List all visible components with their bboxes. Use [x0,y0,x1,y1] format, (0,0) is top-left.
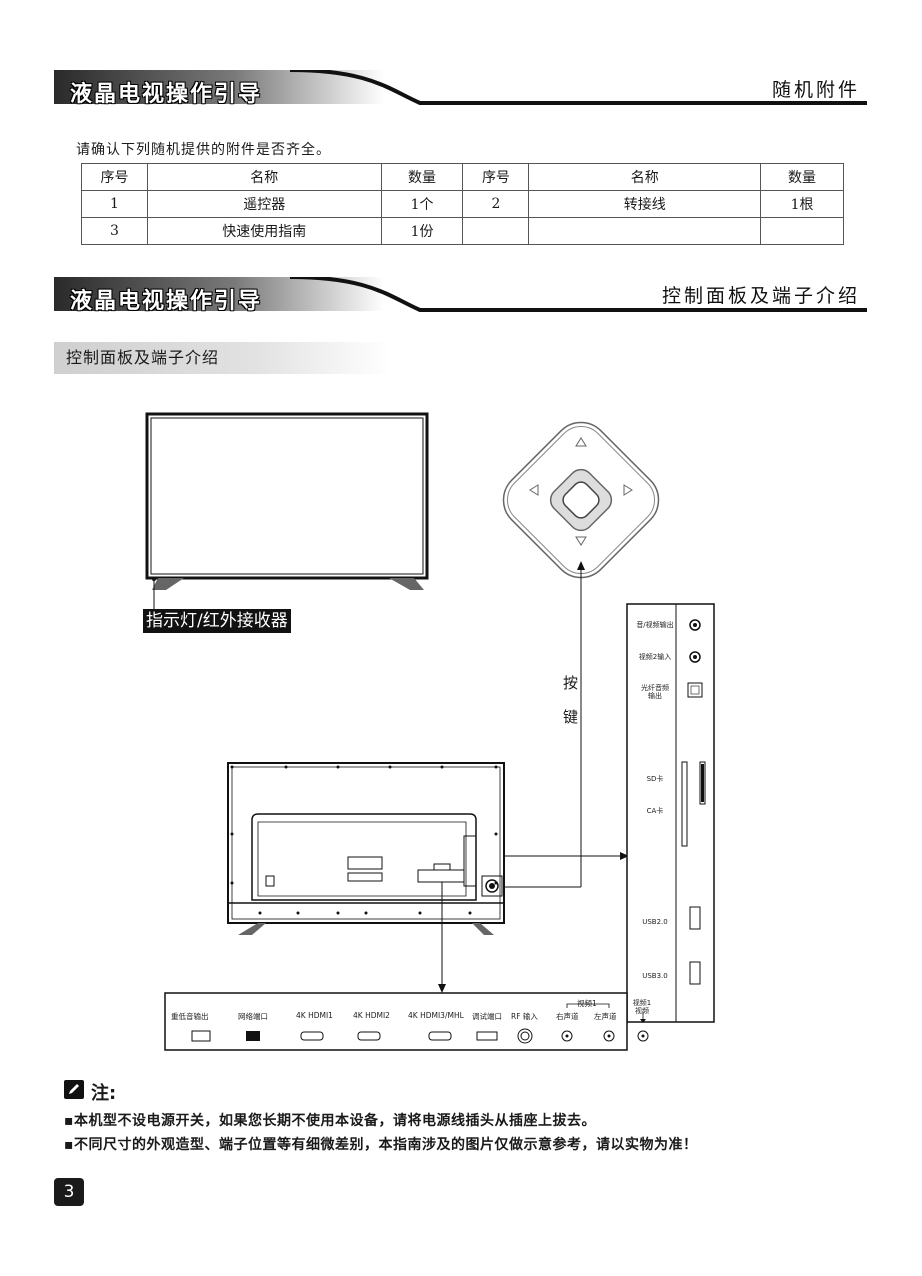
accessories-table: 序号 名称 数量 序号 名称 数量 1 遥控器 1个 2 转接线 1根 3 快速… [81,163,844,245]
section-header-bar-2 [54,277,867,312]
page-number: 3 [54,1178,84,1206]
section-title: 液晶电视操作引导 [70,82,263,107]
table-row: 3 快速使用指南 1份 [81,217,844,245]
bottom-port-label: 4K HDMI1 [296,1011,333,1020]
keys-label-char: 按 [563,674,579,692]
bottom-port-label: 调试端口 [472,1012,502,1021]
indicator-ir-receiver-label: 指示灯/红外接收器 [143,609,291,633]
bottom-port-label: 右声道 [556,1012,579,1021]
tv-back-illustration [227,762,505,935]
table-header-cell: 名称 [528,163,762,191]
table-header-cell: 序号 [462,163,530,191]
side-port-label: CA卡 [646,807,664,815]
bottom-terminal-panel [164,992,649,1051]
table-cell [528,217,762,245]
side-port-label: USB2.0 [642,918,668,926]
table-header-cell: 名称 [146,163,382,191]
side-port-label: SD卡 [646,775,664,783]
control-button-pad [502,421,660,579]
bottom-port-label: 重低音输出 [171,1012,209,1021]
side-port-label: 视频1视频 [632,999,652,1015]
table-cell [760,217,844,245]
note-line: ▪不同尺寸的外观造型、端子位置等有细微差别，本指南涉及的图片仅做示意参考，请以实… [64,1137,698,1153]
keys-label-char: 键 [563,708,579,726]
note-pencil-icon [64,1080,84,1099]
bottom-port-label: 4K HDMI2 [353,1011,390,1020]
bottom-port-label: RF 输入 [511,1012,538,1021]
note-line: ▪本机型不设电源开关，如果您长期不使用本设备，请将电源线插头从插座上拔去。 [64,1113,596,1129]
side-port-label: 视频2输入 [638,653,672,661]
side-terminal-panel [626,603,715,1023]
table-cell: 1份 [380,217,464,245]
note-title: 注: [91,1083,117,1104]
table-cell: 1个 [380,190,464,218]
side-port-label: USB3.0 [642,972,668,980]
table-cell: 转接线 [528,190,762,218]
intro-text: 请确认下列随机提供的附件是否齐全。 [76,142,331,158]
table-cell: 快速使用指南 [146,217,382,245]
tv-front-illustration [145,412,429,612]
table-cell: 遥控器 [146,190,382,218]
section-title: 液晶电视操作引导 [70,289,263,314]
bottom-group-label: 视频1 [577,999,597,1008]
subsection-title: 控制面板及端子介绍 [54,342,390,374]
bottom-port-label: 左声道 [594,1012,617,1021]
side-port-label: 音/视频输出 [636,621,674,629]
section-right-title: 控制面板及端子介绍 [661,285,860,307]
section-header-bar-1 [54,70,867,105]
side-port-label: 光纤音频输出 [641,684,669,700]
table-cell [462,217,530,245]
table-cell: 1 [81,190,148,218]
bottom-port-label: 4K HDMI3/MHL [408,1011,464,1020]
section-right-title: 随机附件 [771,79,860,101]
bottom-port-label: 网络端口 [238,1012,268,1021]
table-cell: 3 [81,217,148,245]
